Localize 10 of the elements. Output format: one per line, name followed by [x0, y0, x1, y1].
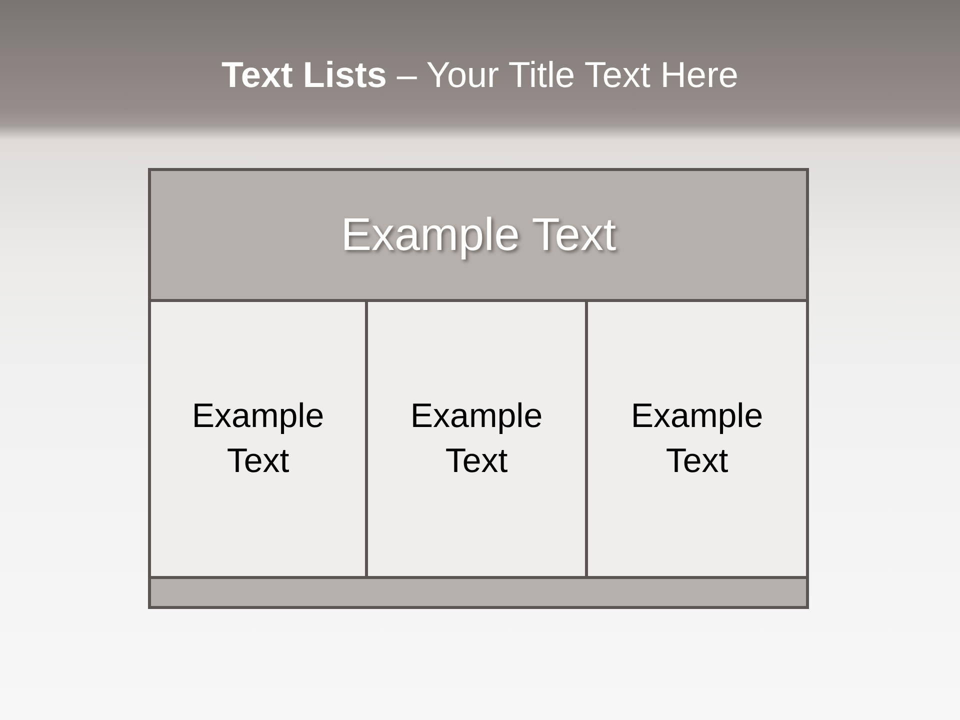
- box-text: Example Text: [630, 396, 764, 482]
- slide-title: Text Lists – Your Title Text Here: [222, 53, 738, 97]
- header-box: [148, 168, 809, 302]
- content-box: [148, 302, 368, 579]
- content-box: [368, 302, 588, 579]
- footer-bar: [148, 579, 809, 609]
- header-text: Example Text: [340, 207, 616, 262]
- box-text: Example Text: [190, 396, 326, 482]
- content-box: [588, 302, 809, 579]
- box-text: Example Text: [409, 396, 544, 482]
